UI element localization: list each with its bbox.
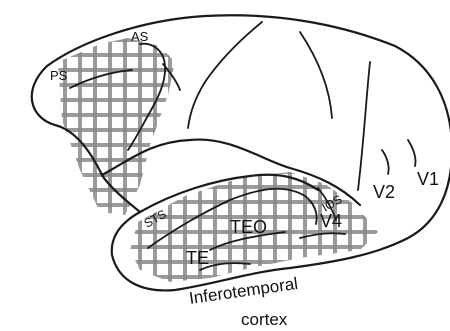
v2-sulcus — [408, 140, 416, 166]
label-te: TE — [186, 248, 209, 268]
caption-cortex: cortex — [241, 310, 288, 329]
label-teo: TEO — [230, 217, 267, 237]
label-ps: PS — [50, 68, 68, 83]
caption-inferotemporal: Inferotemporal — [188, 274, 299, 308]
label-v1: V1 — [417, 169, 439, 189]
arcuate-sulcus — [128, 44, 165, 150]
intraparietal-sulcus — [300, 32, 332, 118]
lunate-sulcus — [358, 62, 370, 190]
label-as: AS — [131, 29, 149, 44]
label-v4: V4 — [320, 211, 342, 231]
v1-sulcus — [382, 150, 389, 174]
label-v2: V2 — [373, 182, 395, 202]
central-sulcus — [188, 22, 262, 128]
